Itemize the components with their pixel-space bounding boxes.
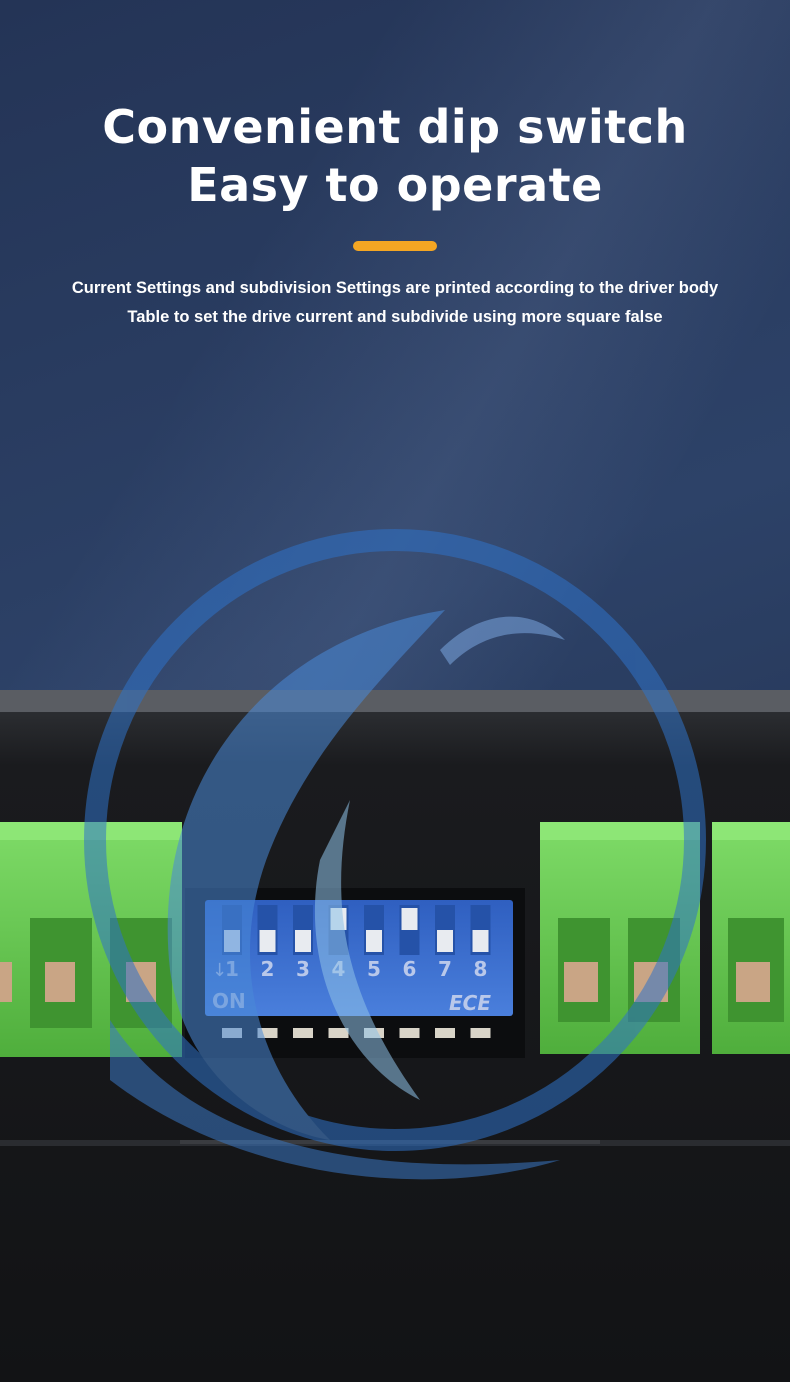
accent-bar [353,241,437,251]
terminal-block-right [540,822,790,1054]
title-line-1: Convenient dip switch [102,100,688,154]
dip-number-label: 7 [438,957,452,981]
dip-lever[interactable] [472,930,489,952]
dip-number-label: 2 [261,957,275,981]
dip-pin [328,1028,349,1038]
dip-pin [293,1028,313,1038]
dip-number-label: 5 [367,957,381,981]
dip-pin [257,1028,278,1038]
dip-pin [399,1028,420,1038]
dip-lever[interactable] [366,930,382,952]
dip-number-label: 3 [296,957,310,981]
dip-brand-mark: ECE [449,991,491,1015]
title-line-2: Easy to operate [187,158,603,212]
dip-lever[interactable] [295,930,311,952]
subtitle-line-1: Current Settings and subdivision Setting… [71,279,719,297]
dip-lever[interactable] [259,930,276,952]
dip-pin [435,1028,455,1038]
dip-pin [470,1028,491,1038]
dip-lever[interactable] [437,930,453,952]
logo-watermark [84,529,706,1180]
dip-number-label: 8 [474,957,488,981]
dip-lever[interactable] [401,908,418,930]
subtitle-line-2: Table to set the drive current and subdi… [127,308,663,326]
dip-number-label: 6 [403,957,417,981]
terminal-block-left [0,822,182,1057]
